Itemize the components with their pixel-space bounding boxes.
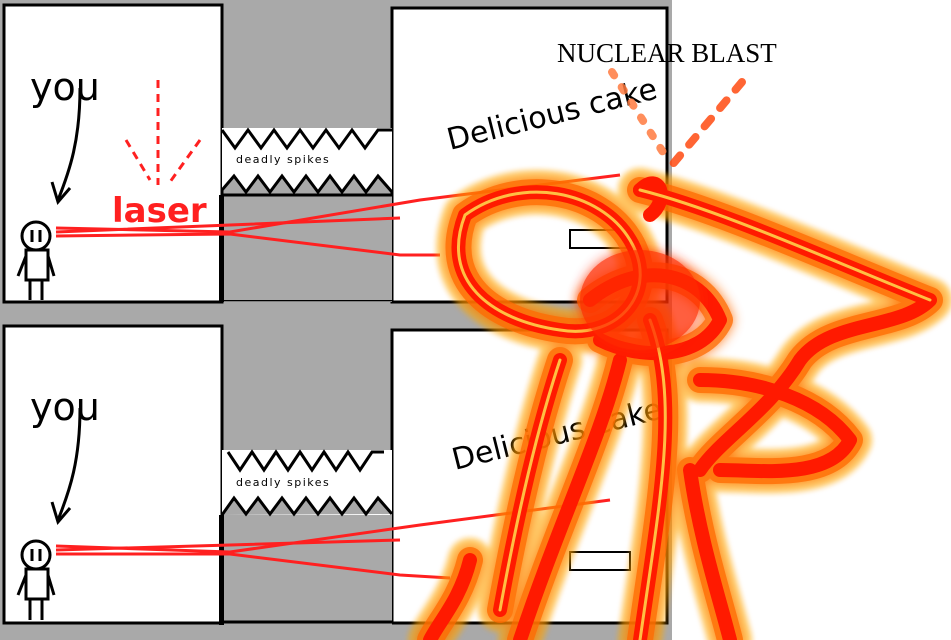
arrow-icon xyxy=(56,407,82,521)
left-room xyxy=(2,324,224,625)
stick-figure-icon xyxy=(16,539,56,620)
spikes-label: deadly spikes xyxy=(236,153,330,166)
blast-dotted-lines xyxy=(608,68,746,169)
spikes-label: deadly spikes xyxy=(236,476,330,489)
laser-dashed-arrows xyxy=(124,80,202,185)
nuclear-blast xyxy=(408,168,951,640)
bottom-spikes xyxy=(220,495,394,517)
laser-label: laser xyxy=(112,191,207,231)
top-spikes xyxy=(226,449,384,473)
left-room xyxy=(2,3,224,304)
blast-label: NUCLEAR BLAST xyxy=(557,38,777,68)
stick-figure-icon xyxy=(16,220,56,300)
you-label: you xyxy=(30,65,100,109)
top-spikes xyxy=(220,127,392,151)
arrow-icon xyxy=(56,87,82,201)
you-label: you xyxy=(30,385,100,429)
